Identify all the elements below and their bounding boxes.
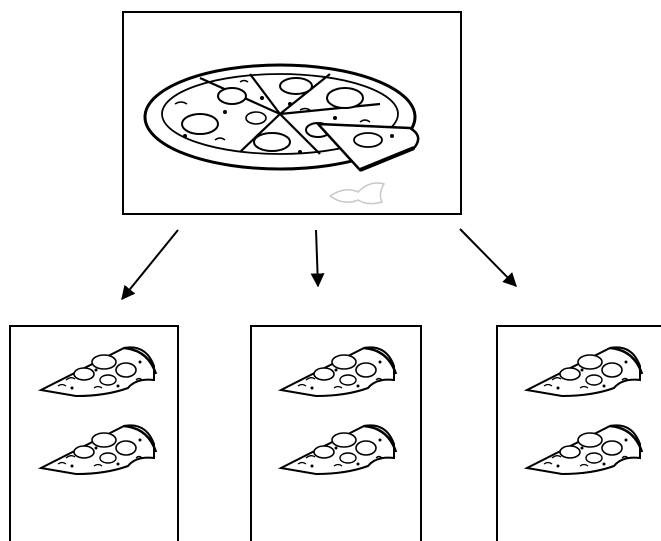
arrow-to-plate-1 <box>122 230 178 299</box>
arrows <box>122 229 516 299</box>
plate-1 <box>10 326 178 541</box>
source-box <box>123 12 461 214</box>
arrow-to-plate-3 <box>460 229 516 286</box>
plate-2 <box>251 326 421 541</box>
plate-3 <box>497 326 661 541</box>
arrow-to-plate-2 <box>316 230 318 286</box>
